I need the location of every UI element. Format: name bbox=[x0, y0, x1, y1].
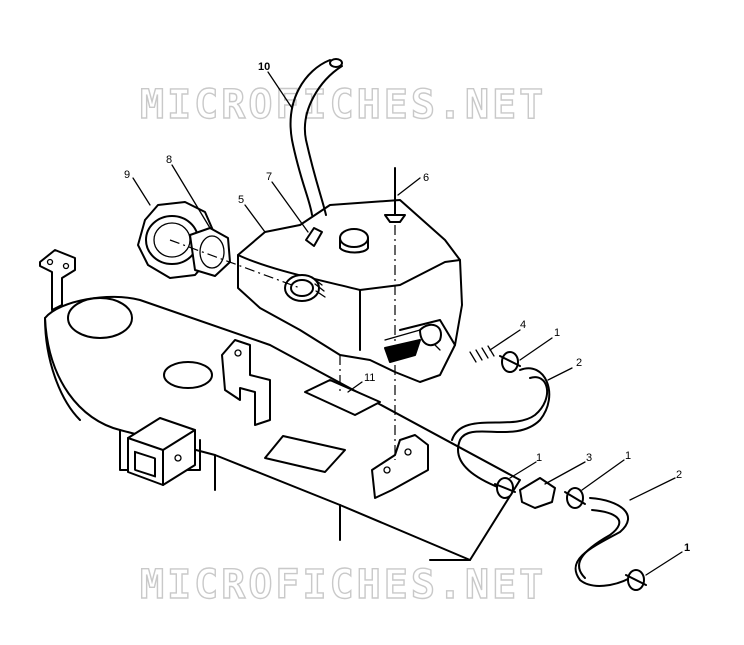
centerline-cap bbox=[169, 239, 301, 289]
vent-hose-10-a bbox=[289, 59, 331, 216]
clamp-1-lower bbox=[564, 487, 586, 509]
callout-1-end: 1 bbox=[684, 542, 690, 554]
callout-10: 10 bbox=[258, 61, 270, 73]
callout-1-lower: 1 bbox=[625, 450, 631, 462]
frame-hole-small bbox=[163, 361, 213, 389]
callout-2-lower: 2 bbox=[676, 469, 682, 481]
clamp-1-end bbox=[625, 569, 647, 591]
callout-8: 8 bbox=[166, 154, 172, 166]
callout-11: 11 bbox=[364, 372, 375, 384]
vent-hose-10-b bbox=[303, 65, 343, 216]
vent-fitting bbox=[305, 227, 323, 247]
tank-outlet bbox=[419, 323, 442, 347]
in-line-filter-3 bbox=[519, 477, 556, 509]
frame-hole-large bbox=[67, 297, 133, 339]
leader-lines bbox=[132, 71, 683, 576]
tank-bracket-front bbox=[221, 339, 271, 426]
callout-3: 3 bbox=[586, 452, 592, 464]
tank-bracket-rear bbox=[371, 434, 429, 499]
callout-6: 6 bbox=[423, 172, 429, 184]
callout-1-upper: 1 bbox=[554, 327, 560, 339]
oil-tank bbox=[237, 199, 463, 383]
callout-9: 9 bbox=[124, 169, 130, 181]
clamp-1-upper bbox=[499, 351, 521, 373]
frame-bracket-left bbox=[39, 249, 76, 311]
clamp-1-mid bbox=[494, 477, 516, 499]
tank-filler-neck bbox=[284, 274, 320, 302]
watermark-bottom: MICROFICHES.NET bbox=[140, 562, 546, 608]
callout-5: 5 bbox=[238, 194, 244, 206]
tank-top-nub bbox=[339, 228, 369, 248]
tank-pin-6 bbox=[384, 167, 406, 223]
frame-cutout bbox=[264, 435, 346, 473]
callout-2-upper: 2 bbox=[576, 357, 582, 369]
fuel-hose-2-upper-a bbox=[457, 367, 551, 489]
watermark-top: MICROFICHES.NET bbox=[140, 82, 546, 128]
frame bbox=[39, 249, 521, 561]
callout-4: 4 bbox=[520, 319, 526, 331]
part-11-pad bbox=[304, 379, 381, 416]
spring-4 bbox=[469, 345, 495, 363]
filler-cap-assembly bbox=[137, 201, 231, 279]
callout-7: 7 bbox=[266, 171, 272, 183]
callout-1-mid: 1 bbox=[536, 452, 542, 464]
